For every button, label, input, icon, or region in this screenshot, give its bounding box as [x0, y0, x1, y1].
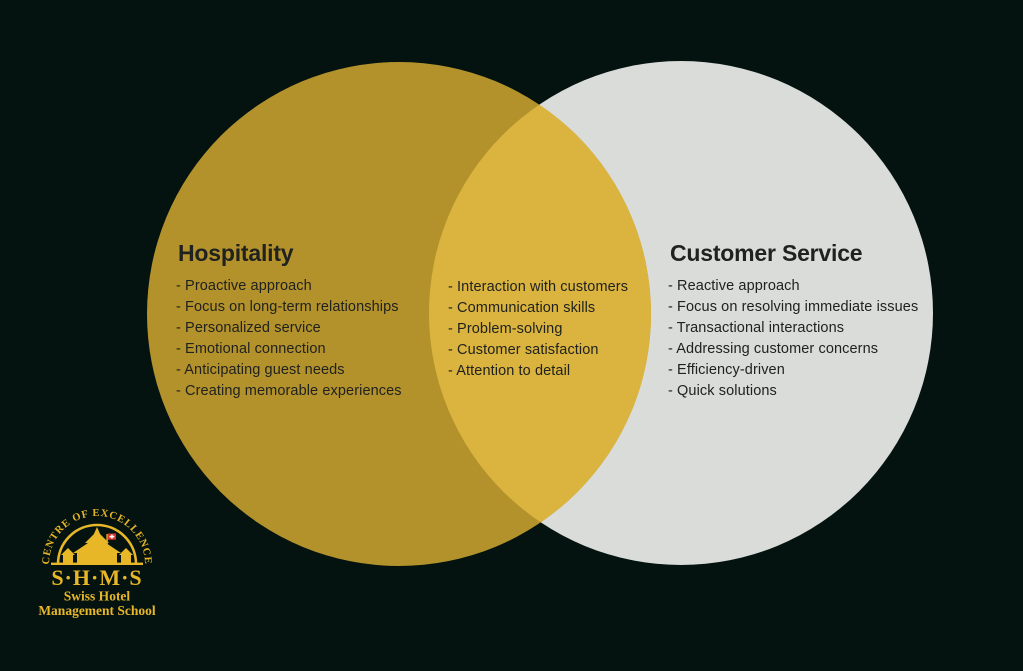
swiss-flag-icon — [107, 533, 116, 540]
list-item: - Addressing customer concerns — [668, 341, 879, 357]
list-item: - Proactive approach — [176, 278, 312, 294]
customer-service-panel: Customer Service - Reactive approach - Fo… — [668, 242, 918, 402]
list-item: - Customer satisfaction — [448, 342, 599, 358]
shms-building-icon — [51, 527, 143, 565]
logo-arch-line — [56, 523, 138, 565]
customer-service-title: Customer Service — [670, 240, 863, 266]
building-baseline — [51, 562, 143, 565]
venn-overlap-region — [429, 62, 651, 565]
hospitality-panel: Hospitality - Proactive approach - Focus … — [176, 242, 402, 402]
list-item: - Anticipating guest needs — [176, 362, 345, 378]
flag-pole — [106, 534, 108, 551]
shms-logo: CENTRE OF EXCELLENCE — [38, 508, 156, 618]
hospitality-title: Hospitality — [178, 240, 294, 266]
hospitality-list: - Proactive approach - Focus on long-term… — [176, 276, 402, 402]
list-item: - Emotional connection — [176, 341, 326, 357]
shms-acronym-text: S·H·M·S — [51, 565, 142, 590]
customer-service-list: - Reactive approach - Focus on resolving … — [668, 276, 918, 402]
list-item: - Attention to detail — [448, 363, 571, 379]
overlap-list: - Interaction with customers - Communicat… — [448, 277, 628, 382]
school-name-line2: Management School — [38, 603, 156, 618]
list-item: - Problem-solving — [448, 321, 563, 337]
list-item: - Interaction with customers — [448, 279, 629, 295]
list-item: - Focus on long-term relationships — [176, 299, 399, 315]
list-item: - Creating memorable experiences — [176, 383, 402, 399]
list-item: - Quick solutions — [668, 383, 777, 399]
list-item: - Efficiency-driven — [668, 362, 785, 378]
list-item: - Reactive approach — [668, 278, 800, 294]
list-item: - Communication skills — [448, 300, 596, 316]
list-item: - Personalized service — [176, 320, 321, 336]
overlap-panel: - Interaction with customers - Communicat… — [448, 277, 628, 382]
list-item: - Focus on resolving immediate issues — [668, 299, 919, 315]
list-item: - Transactional interactions — [668, 320, 845, 336]
school-name-line1: Swiss Hotel — [64, 589, 131, 604]
